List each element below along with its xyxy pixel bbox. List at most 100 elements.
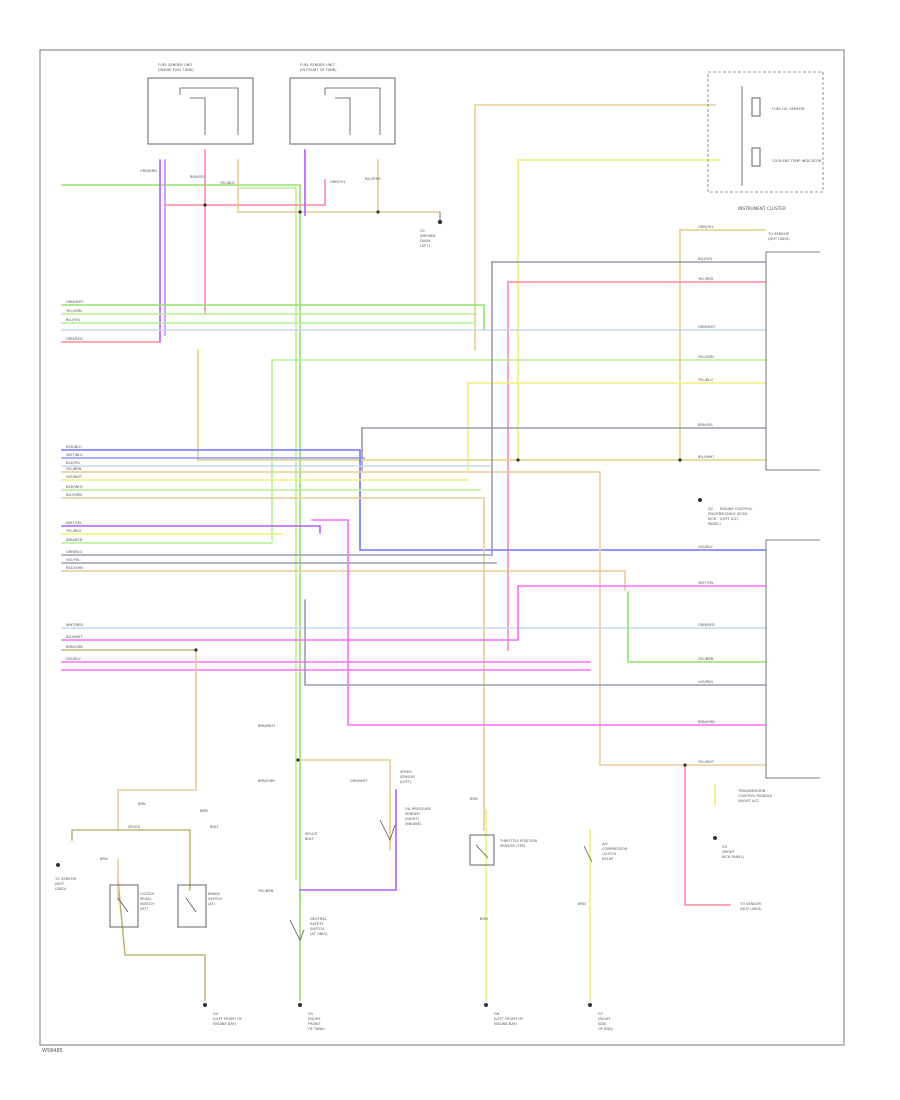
wire-label: BRN: [138, 802, 146, 806]
wire-magenta-b8: [311, 519, 766, 726]
ground-g5-line: OF TANK): [308, 1027, 325, 1031]
ground-g4-line: ENGINE BAY): [213, 1022, 237, 1026]
wire-label: YEL/BRN: [66, 467, 82, 471]
wire-label: YEL/BRN: [258, 889, 274, 893]
ground-g1-line: LEFT): [420, 244, 430, 248]
wire-gray-l4: [61, 261, 493, 556]
wire-label: BLU/YEL: [698, 257, 713, 261]
wire-tan-ic-top: [474, 104, 716, 351]
mid-label: BOLT: [305, 837, 315, 841]
wire-label: BRN/GRN: [66, 645, 83, 649]
switch-oil-line: (ENGINE): [405, 822, 422, 826]
wire-label: BLU/GRN: [66, 493, 82, 497]
ground-g1: G1 (BEHIND DASH, LEFT): [420, 212, 443, 248]
switch-brake: BRAKE SWITCH (AT): [177, 884, 222, 928]
ground-g5: G5 (RIGHT FRONT OF TANK): [298, 1003, 325, 1031]
switch-clutch-line: (MT): [140, 907, 149, 911]
splice-dots: [194, 203, 687, 767]
wire-label: VIO/WHT: [66, 475, 83, 479]
ground-g6-terminal: [484, 1003, 488, 1007]
wire-label: WHT/YEL: [698, 581, 714, 585]
splice-dot: [683, 763, 687, 767]
switch-ac-line: CLUTCH: [602, 852, 616, 856]
ground-g6: G6 (LEFT FRONT OF ENGINE BAY): [484, 1003, 523, 1026]
switch-clutch-box: [109, 884, 139, 928]
wire-label: RED/BLU: [66, 445, 82, 449]
wire-label: WHT/YEL: [66, 521, 82, 525]
ground-g1-line: (BEHIND: [420, 234, 436, 238]
wire-violet-l1: [61, 525, 321, 534]
wire-label: RED/GRN: [66, 566, 83, 570]
switch-neutral-safety: NEUTRAL SAFETY SWITCH (AT ONLY): [289, 917, 328, 941]
wire-gray-b7: [304, 599, 766, 686]
module-upper-line: (LEFT A/C): [720, 517, 739, 521]
ground-g5-line: (RIGHT: [308, 1017, 321, 1021]
left-reference: TO SENSOR (NOT USED): [54, 863, 77, 891]
splice-dot: [678, 458, 682, 462]
splice-dot: [516, 458, 520, 462]
wire-tan-l6: [61, 570, 626, 591]
switch-oil-pressure: OIL PRESSURE SENDER (RIGHT) (ENGINE): [379, 807, 432, 842]
wire-label: YEL/GRN: [66, 309, 82, 313]
ground-g6-line: (LEFT FRONT OF: [494, 1017, 523, 1021]
wire-label: BRN/YEL: [698, 423, 713, 427]
ground-g7-terminal: [588, 1003, 592, 1007]
left-ref-line: USED): [55, 887, 67, 891]
module-upper: ENGINE CONTROL MODULE (ECM) (LEFT A/C): [720, 251, 820, 521]
wire-label: GRN/BRN: [140, 169, 157, 173]
ground-g5-line: FRONT: [308, 1022, 321, 1026]
switch-neutral-line: SAFETY: [310, 922, 324, 926]
wire-green-a: [61, 304, 485, 331]
right-link-bottom-line: (NOT USED): [740, 907, 762, 911]
ground-g6-line: G6: [494, 1012, 500, 1016]
wire-label: VIO/BLU: [66, 657, 81, 661]
module-upper-line: MODULE (ECM): [720, 512, 748, 516]
wire-label: WHT/BLU: [66, 453, 83, 457]
wire-tan-m4: [61, 471, 766, 766]
splice-dot: [194, 648, 198, 652]
ground-g5-terminal: [298, 1003, 302, 1007]
ground-g7-line: OF ENG): [598, 1027, 614, 1031]
ground-g3-line: G3: [722, 845, 727, 849]
fuel-sender-right-wiper: [335, 97, 351, 135]
wire-label: VIO/RED: [698, 680, 713, 684]
wire-label: YEL/BRN: [698, 657, 714, 661]
wire-pink-horiz: [164, 179, 326, 206]
switch-ac-line: COMPRESSOR: [602, 847, 628, 851]
switch-clutch-line: CLUTCH: [140, 892, 154, 896]
switch-tps-line: THROTTLE POSITION: [499, 839, 537, 843]
wire-label: BLU/YEL: [66, 318, 81, 322]
wire-label: GRN/WHT: [698, 325, 716, 329]
wire-label: BRN: [480, 917, 488, 921]
wire-pink-b9: [684, 764, 731, 906]
wire-violet-sw-g: [299, 789, 397, 891]
switch-clutch: CLUTCH PEDAL SWITCH (MT): [109, 884, 154, 928]
wire-olive-sw-c: [117, 879, 206, 1001]
switch-ac-line: RELAY: [602, 857, 614, 861]
ground-g4-line: (LEFT FRONT OF: [213, 1017, 242, 1021]
right-references: TO SENSOR (NOT USED) TO SENSOR (NOT USED…: [698, 232, 790, 911]
fuel-sender-right-line2: (IN FRONT OF TANK): [300, 68, 337, 72]
switch-speed-sensor: SPEED SENSOR (LEFT): [400, 770, 415, 784]
fuel-sender-left-line1: FUEL SENDER UNIT: [158, 63, 193, 67]
wire-label: BRN: [470, 797, 478, 801]
splice-dot: [298, 210, 302, 214]
ground-g4-terminal: [203, 1003, 207, 1007]
ground-g1-line: DASH,: [420, 239, 431, 243]
wire-lightgreen-top: [239, 187, 297, 881]
switch-neutral-line: SWITCH: [310, 927, 324, 931]
fuel-sender-right: FUEL SENDER UNIT (IN FRONT OF TANK) GRN/…: [289, 63, 396, 184]
switch-clutch-line: PEDAL: [140, 897, 152, 901]
left-ref-line: (NOT: [55, 882, 65, 886]
wire-label: BLK/YEL: [66, 461, 81, 465]
right-bundle-labels: GRN/YELBLU/YELYEL/REDGRN/WHTYEL/GRNYEL/B…: [698, 225, 716, 764]
ic-part-label: COOLANT TEMP INDICATOR: [772, 159, 822, 163]
right-link-bottom-line: TO SENSOR: [739, 902, 762, 906]
wire-label: BLU/WHT: [698, 455, 715, 459]
ic-part-label: FUEL LVL SENSOR: [772, 107, 805, 111]
ground-g7: G7 (RIGHT SIDE OF ENG): [588, 1003, 614, 1031]
left-ref-line: TO SENSOR: [54, 877, 77, 881]
ground-g3-line: KICK PANEL): [722, 855, 745, 859]
